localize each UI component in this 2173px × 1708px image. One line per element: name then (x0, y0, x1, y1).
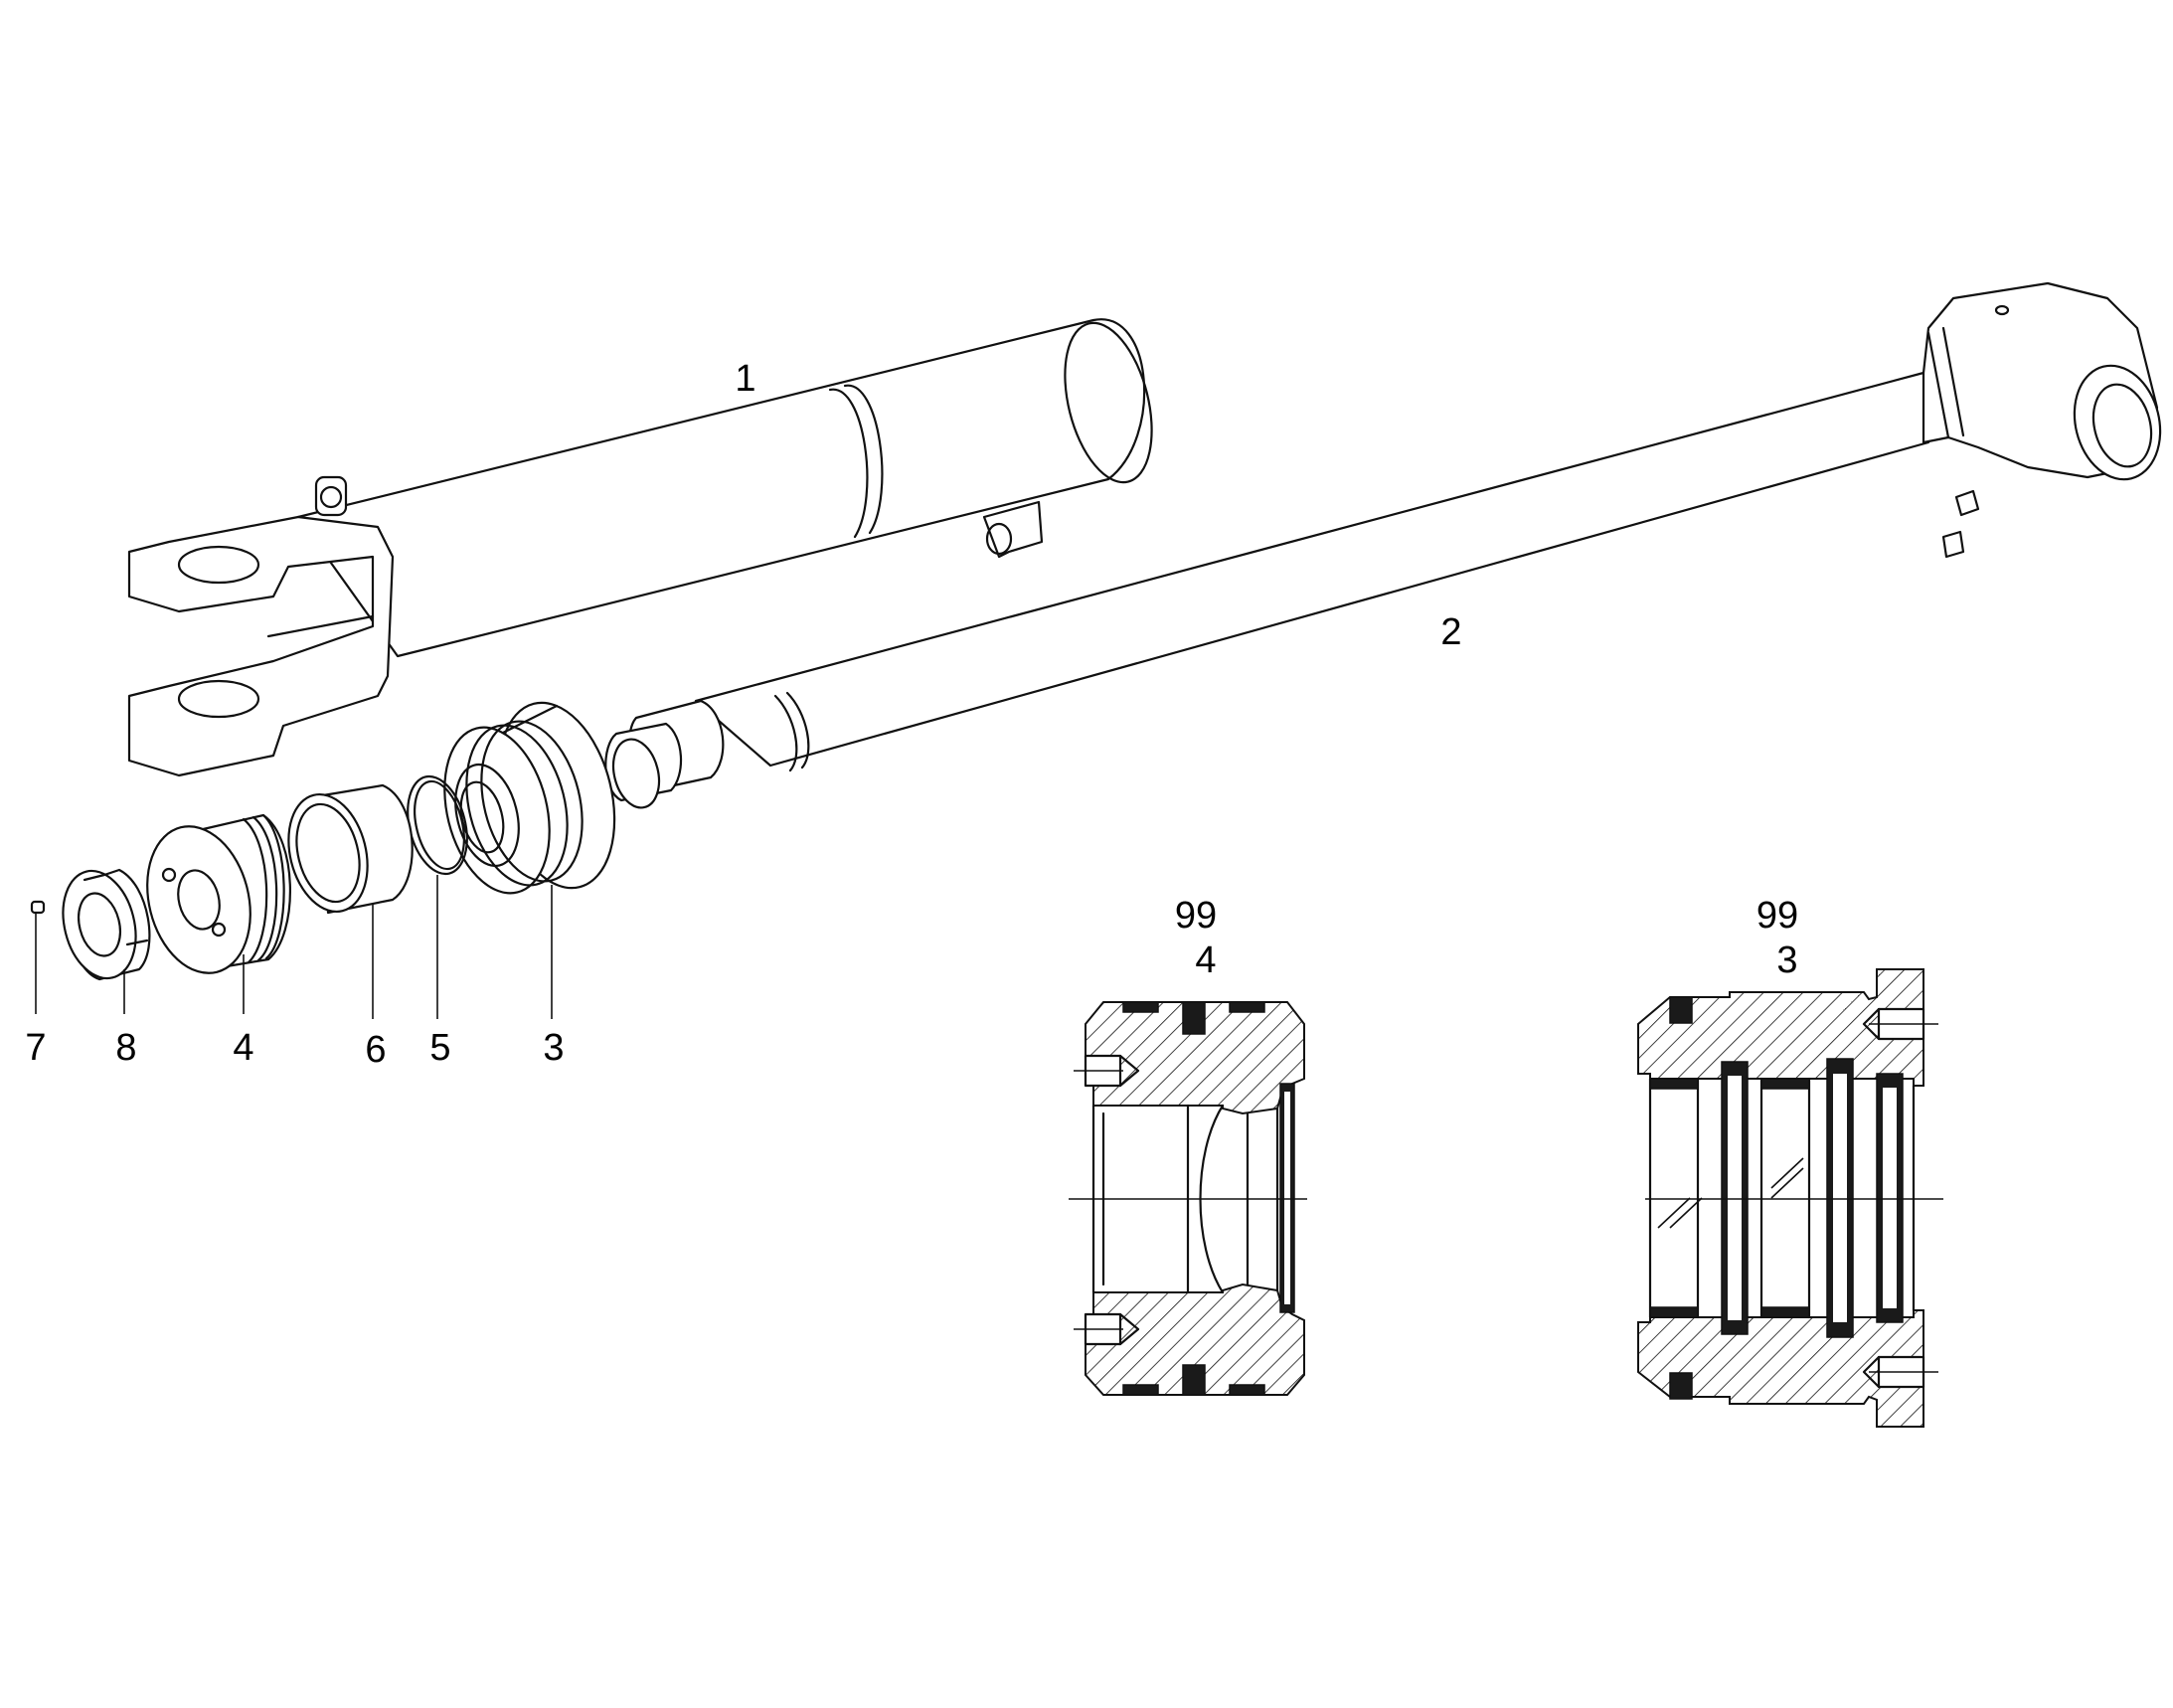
grease-nipple-icon (1941, 489, 1980, 559)
section-right-top-label: 99 (1756, 895, 1798, 937)
callout-4: 4 (233, 1027, 253, 1069)
nut-part (62, 868, 151, 981)
set-screw-icon (30, 900, 46, 915)
callout-1: 1 (735, 358, 755, 400)
piston-part (146, 813, 291, 974)
grease-fitting-icon (314, 475, 348, 517)
callout-8: 8 (115, 1027, 136, 1069)
section-view-piston: 99 4 (1069, 895, 1307, 1396)
section-view-gland: 99 3 (1637, 895, 1943, 1428)
callout-6: 6 (365, 1029, 386, 1071)
gland-part (443, 701, 616, 895)
callout-5: 5 (429, 1027, 450, 1069)
leader-lines (35, 875, 553, 1019)
section-right-bottom-label: 3 (1776, 939, 1797, 981)
callout-2: 2 (1440, 611, 1461, 653)
section-left-bottom-label: 4 (1195, 939, 1216, 981)
cylinder-barrel (127, 318, 1153, 777)
callout-7: 7 (25, 1027, 46, 1069)
section-left-top-label: 99 (1175, 895, 1217, 937)
piston-rod (604, 281, 2162, 809)
callout-3: 3 (543, 1027, 564, 1069)
port-fitting-icon (982, 500, 1044, 559)
sleeve-part (287, 783, 414, 915)
